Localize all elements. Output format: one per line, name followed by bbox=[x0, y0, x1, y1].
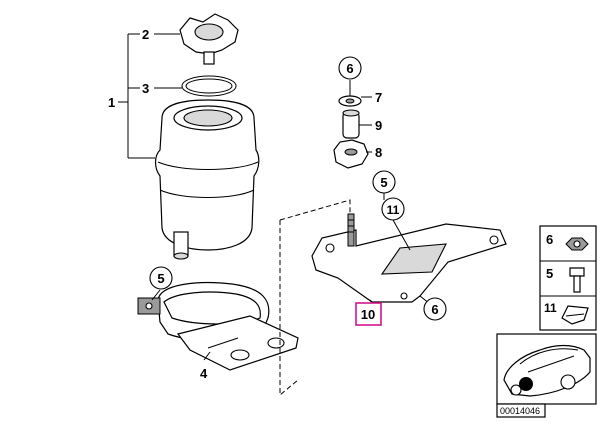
svg-text:1: 1 bbox=[108, 95, 115, 110]
svg-text:5: 5 bbox=[157, 271, 164, 286]
callout-3: 3 bbox=[142, 81, 149, 96]
seal-ring[interactable] bbox=[181, 75, 237, 97]
legend-item-5[interactable]: 5 bbox=[546, 266, 585, 293]
callout-8: 8 bbox=[375, 145, 382, 160]
callout-9: 9 bbox=[375, 118, 382, 133]
legend-panel: 6 5 11 bbox=[539, 225, 597, 331]
callout-6-bracket: 6 bbox=[423, 297, 447, 321]
svg-text:6: 6 bbox=[546, 232, 553, 247]
callout-6-top: 6 bbox=[338, 56, 362, 80]
bushing[interactable] bbox=[342, 109, 360, 139]
svg-text:3: 3 bbox=[142, 81, 149, 96]
mounting-bracket[interactable] bbox=[311, 213, 507, 303]
svg-text:00014046: 00014046 bbox=[500, 406, 540, 416]
nut[interactable] bbox=[338, 95, 362, 107]
callout-4: 4 bbox=[200, 366, 208, 381]
callout-2: 2 bbox=[142, 27, 149, 42]
fluid-reservoir[interactable] bbox=[154, 99, 260, 260]
reservoir-cap[interactable] bbox=[179, 13, 239, 65]
svg-text:5: 5 bbox=[546, 266, 553, 281]
alignment-lines bbox=[279, 199, 351, 397]
group-1-bracket bbox=[118, 33, 155, 159]
svg-text:11: 11 bbox=[387, 203, 400, 217]
rubber-mount[interactable] bbox=[333, 139, 369, 169]
svg-text:6: 6 bbox=[431, 302, 438, 317]
callout-1: 1 bbox=[108, 95, 115, 110]
svg-text:7: 7 bbox=[375, 90, 382, 105]
svg-text:6: 6 bbox=[346, 61, 353, 76]
leader-lines bbox=[151, 33, 431, 361]
car-location-thumbnail bbox=[496, 333, 597, 405]
callout-11: 11 bbox=[381, 197, 405, 221]
svg-text:4: 4 bbox=[200, 366, 208, 381]
legend-item-11[interactable]: 11 bbox=[544, 301, 589, 325]
callout-5-bracket: 5 bbox=[372, 170, 396, 194]
svg-text:10: 10 bbox=[361, 307, 375, 322]
svg-text:2: 2 bbox=[142, 27, 149, 42]
callout-7: 7 bbox=[375, 90, 382, 105]
svg-text:8: 8 bbox=[375, 145, 382, 160]
diagram-code: 00014046 bbox=[496, 403, 546, 418]
svg-text:5: 5 bbox=[380, 175, 387, 190]
svg-text:9: 9 bbox=[375, 118, 382, 133]
legend-item-6[interactable]: 6 bbox=[546, 232, 589, 251]
svg-text:11: 11 bbox=[544, 301, 557, 315]
callout-10-highlighted[interactable]: 10 bbox=[355, 302, 382, 326]
callout-5-clamp: 5 bbox=[149, 266, 173, 290]
location-marker-icon bbox=[519, 377, 533, 391]
